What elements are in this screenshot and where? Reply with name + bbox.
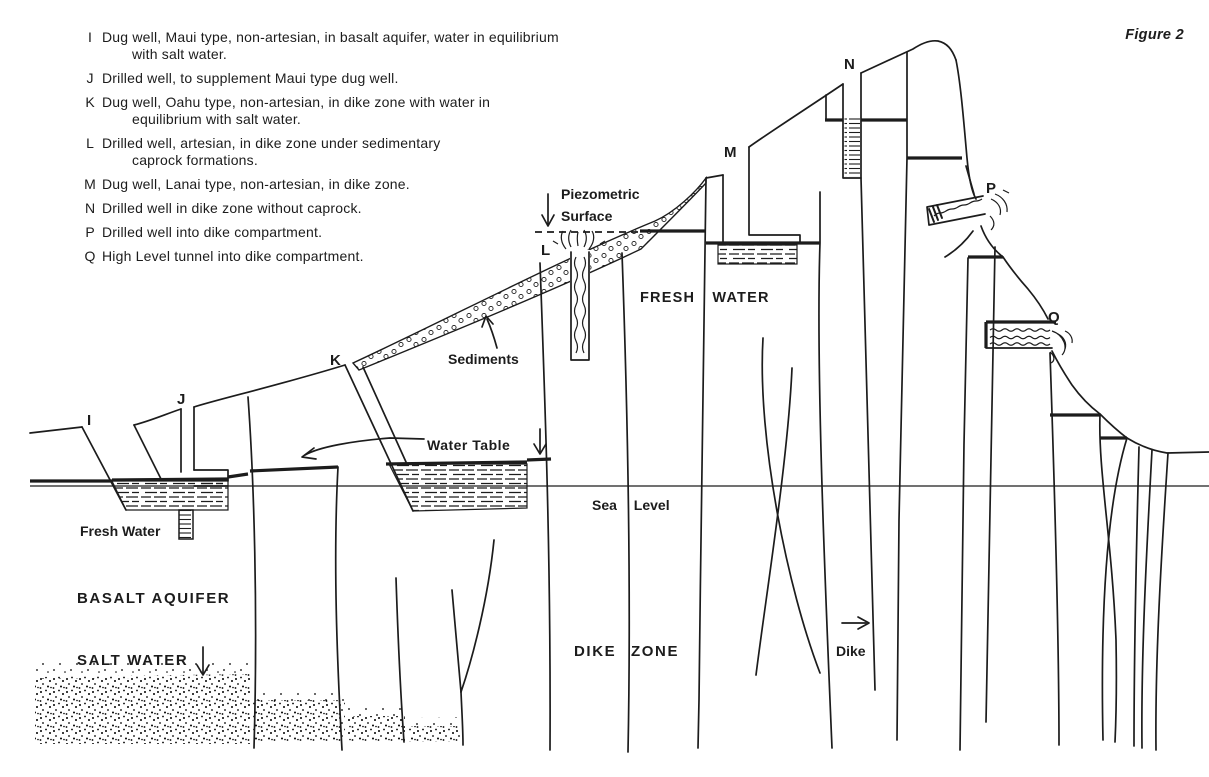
basalt-aquifer-label: BASALT AQUIFER: [77, 590, 230, 607]
well-m: [722, 146, 801, 244]
legend-item-M: M Dug well, Lanai type, non-artesian, in …: [78, 176, 728, 193]
legend-description: Drilled well, artesian, in dike zone und…: [102, 135, 441, 168]
legend-description: Drilled well into dike compartment.: [102, 224, 323, 240]
well-label-p: P: [986, 180, 996, 197]
well-label-i: I: [87, 412, 91, 429]
well-label-j: J: [177, 391, 185, 408]
diagram-labels: I J K L M N P Q Piezometric Surface Sedi…: [77, 56, 1060, 669]
legend-key: N: [84, 200, 96, 216]
well-label-k: K: [330, 352, 341, 369]
dike-zone-label: DIKE ZONE: [574, 643, 679, 660]
fresh-water-zone-label: FRESH WATER: [640, 290, 770, 306]
sediment-wedge: [351, 175, 707, 371]
tunnel-p: [926, 189, 1010, 231]
legend-item-Q: Q High Level tunnel into dike compartment…: [78, 248, 728, 265]
legend-item-K: K Dug well, Oahu type, non-artesian, in d…: [78, 94, 728, 128]
legend-description: Drilled well in dike zone without caproc…: [102, 200, 362, 216]
water-table-curved-arrow: [301, 437, 425, 460]
water-table-lines: [30, 118, 1127, 483]
legend-key: M: [84, 176, 96, 192]
tunnel-p-spray: [989, 189, 1010, 231]
tunnel-q: [984, 320, 1073, 364]
legend-description: Dug well, Lanai type, non-artesian, in d…: [102, 176, 410, 192]
legend-key: J: [86, 70, 94, 86]
salt-water-stipple: [35, 659, 460, 744]
annotations: [196, 193, 870, 676]
salt-water-label: SALT WATER: [77, 652, 188, 669]
piezometric-label-line2: Surface: [561, 208, 613, 224]
piezometric-arrow: [541, 193, 555, 227]
legend-key: L: [86, 135, 94, 151]
well-k: [344, 364, 414, 512]
sediments-arrow: [481, 315, 498, 349]
well-label-m: M: [724, 144, 737, 161]
dike-right-arrow: [841, 616, 870, 630]
figure-caption: Figure 2: [1125, 27, 1184, 43]
legend-description: Dug well, Maui type, non-artesian, in ba…: [102, 29, 559, 62]
legend-key: Q: [84, 248, 96, 264]
legend-key: K: [85, 94, 95, 110]
sea-level-label: Sea Level: [592, 497, 670, 513]
salt-water-down-arrow: [196, 646, 210, 676]
legend-item-J: J Drilled well, to supplement Maui type d…: [78, 70, 728, 87]
legend-item-I: I Dug well, Maui type, non-artesian, in b…: [78, 29, 728, 63]
sediments-label: Sediments: [448, 351, 519, 367]
legend-description: Dug well, Oahu type, non-artesian, in di…: [102, 94, 491, 127]
well-l-artesian: [552, 229, 606, 361]
tunnel-q-spill: [1049, 330, 1073, 364]
ground-surface: [29, 39, 1209, 454]
legend-item-N: N Drilled well in dike zone without capro…: [78, 200, 728, 217]
well-j: [178, 406, 229, 540]
well-n: [842, 72, 862, 179]
water-table-label: Water Table: [427, 437, 510, 453]
piezometric-label-line1: Piezometric: [561, 186, 640, 202]
well-label-q: Q: [1048, 309, 1060, 326]
fresh-water-basins: [111, 244, 798, 512]
legend-description: High Level tunnel into dike compartment.: [102, 248, 364, 264]
fresh-water-lens-label: Fresh Water: [80, 523, 161, 539]
water-table-down-arrow: [533, 428, 547, 455]
legend-item-P: P Drilled well into dike compartment.: [78, 224, 728, 241]
legend-key: I: [88, 29, 92, 45]
well-label-l: L: [541, 242, 550, 259]
well-label-n: N: [844, 56, 855, 73]
legend-item-L: L Drilled well, artesian, in dike zone un…: [78, 135, 728, 169]
legend-description: Drilled well, to supplement Maui type du…: [102, 70, 399, 86]
dike-lines: [247, 51, 1169, 753]
well-legend: I Dug well, Maui type, non-artesian, in b…: [78, 29, 728, 265]
dike-label: Dike: [836, 643, 866, 659]
legend-key: P: [85, 224, 95, 240]
well-i: [81, 424, 162, 511]
